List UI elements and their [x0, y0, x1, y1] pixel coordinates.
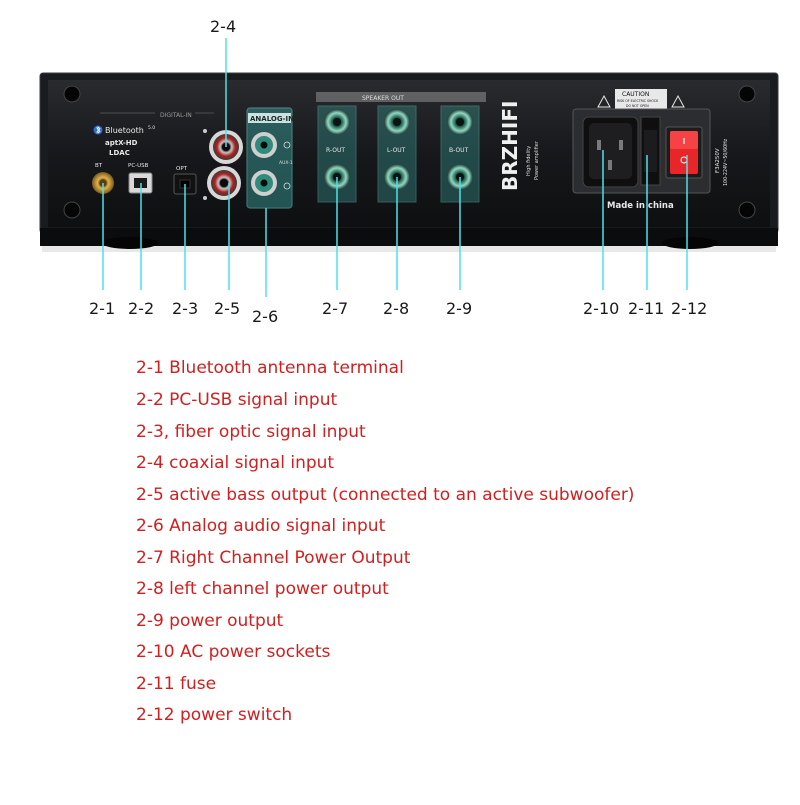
brand-name: BRZHIFI	[498, 101, 522, 191]
legend-item-2-11: 2-11 fuse	[136, 674, 217, 694]
callout-2-5: 2-5	[214, 299, 241, 318]
callout-2-10: 2-10	[583, 299, 620, 318]
made-in-label: Made in china	[607, 201, 674, 211]
callout-2-12: 2-12	[671, 299, 708, 318]
callout-2-6: 2-6	[252, 307, 279, 326]
analog-r-marker	[283, 141, 291, 149]
sub-marker-dot	[203, 196, 207, 200]
callout-2-7: 2-7	[322, 299, 349, 318]
screw-top-right	[738, 85, 756, 103]
callout-2-3: 2-3	[172, 299, 199, 318]
voltage-rating: 100-224V~50/60Hz	[723, 138, 729, 186]
screw-bottom-left	[63, 201, 81, 219]
speaker-out-label: SPEAKER OUT	[362, 95, 404, 102]
legend-item-2-2: 2-2 PC-USB signal input	[136, 390, 338, 410]
pc-usb-label: PC-USB	[128, 163, 149, 169]
brand-tagline-2: Power amplifier	[534, 140, 540, 180]
sub-output-jack	[207, 166, 241, 200]
digital-in-label: DIGITAL-IN	[160, 112, 192, 119]
bluetooth-icon	[93, 125, 103, 135]
fuse-rating: F3A250V	[715, 148, 721, 173]
bluetooth-label: Bluetooth	[105, 126, 144, 135]
screw-top-left	[63, 85, 81, 103]
caution-label: CAUTION RISK OF ELECTRIC SHOCK DO NOT OP…	[615, 89, 667, 109]
analog-input-jack-right	[251, 132, 277, 158]
callout-2-8: 2-8	[383, 299, 410, 318]
legend-item-2-1: 2-1 Bluetooth antenna terminal	[136, 358, 404, 378]
legend-item-2-4: 2-4 coaxial signal input	[136, 453, 335, 473]
caution-sub-1: RISK OF ELECTRIC SHOCK	[617, 99, 659, 103]
ldac-label: LDAC	[109, 149, 130, 157]
callout-2-9: 2-9	[446, 299, 473, 318]
screw-bottom-right	[738, 201, 756, 219]
leader-lines	[102, 38, 688, 297]
analog-input-section: ANALOG-IN AUX-1	[246, 107, 294, 209]
r-out-label: R-OUT	[326, 147, 345, 154]
legend-item-2-5: 2-5 active bass output (connected to an …	[136, 485, 635, 505]
legend-item-2-8: 2-8 left channel power output	[136, 579, 389, 599]
legend-item-2-6: 2-6 Analog audio signal input	[136, 516, 386, 536]
legend-item-2-7: 2-7 Right Channel Power Output	[136, 548, 411, 568]
aptx-label: aptX-HD	[105, 139, 138, 147]
brand-logo: BRZHIFI High fidelity Power amplifier	[498, 101, 540, 191]
chassis-reflection	[42, 246, 776, 252]
foot-right	[662, 237, 718, 249]
analog-l-marker	[283, 182, 291, 190]
opt-label: OPT	[176, 166, 188, 172]
bt-label: BT	[95, 163, 103, 169]
caution-warning-icon	[671, 94, 685, 108]
caution-sub-2: DO NOT OPEN	[626, 104, 649, 108]
shock-warning-icon	[597, 94, 611, 108]
fuse-holder	[640, 116, 661, 186]
legend-item-2-9: 2-9 power output	[136, 611, 284, 631]
callout-2-11: 2-11	[628, 299, 665, 318]
bluetooth-version: 5.0	[148, 125, 155, 131]
b-out-label: B-OUT	[449, 147, 469, 154]
callout-2-4: 2-4	[210, 17, 237, 36]
digital-input-section: DIGITAL-IN Bluetooth 5.0 aptX-HD LDAC BT…	[92, 112, 214, 195]
analog-in-label: ANALOG-IN	[250, 115, 294, 123]
coax-marker-dot	[203, 129, 207, 133]
legend-item-2-3: 2-3, fiber optic signal input	[136, 422, 366, 442]
brand-tagline-1: High fidelity	[526, 146, 532, 176]
foot-left	[102, 237, 158, 249]
legend-item-2-10: 2-10 AC power sockets	[136, 642, 331, 662]
power-section: CAUTION RISK OF ELECTRIC SHOCK DO NOT OP…	[572, 89, 729, 211]
legend-item-2-12: 2-12 power switch	[136, 705, 293, 725]
analog-input-jack-left	[251, 170, 277, 196]
callout-2-2: 2-2	[128, 299, 155, 318]
chassis-bottom-lip	[40, 228, 778, 246]
callout-2-1: 2-1	[89, 299, 116, 318]
power-switch	[665, 126, 703, 179]
caution-title: CAUTION	[622, 91, 649, 98]
l-out-label: L-OUT	[387, 147, 406, 154]
aux1-label: AUX-1	[279, 160, 293, 166]
